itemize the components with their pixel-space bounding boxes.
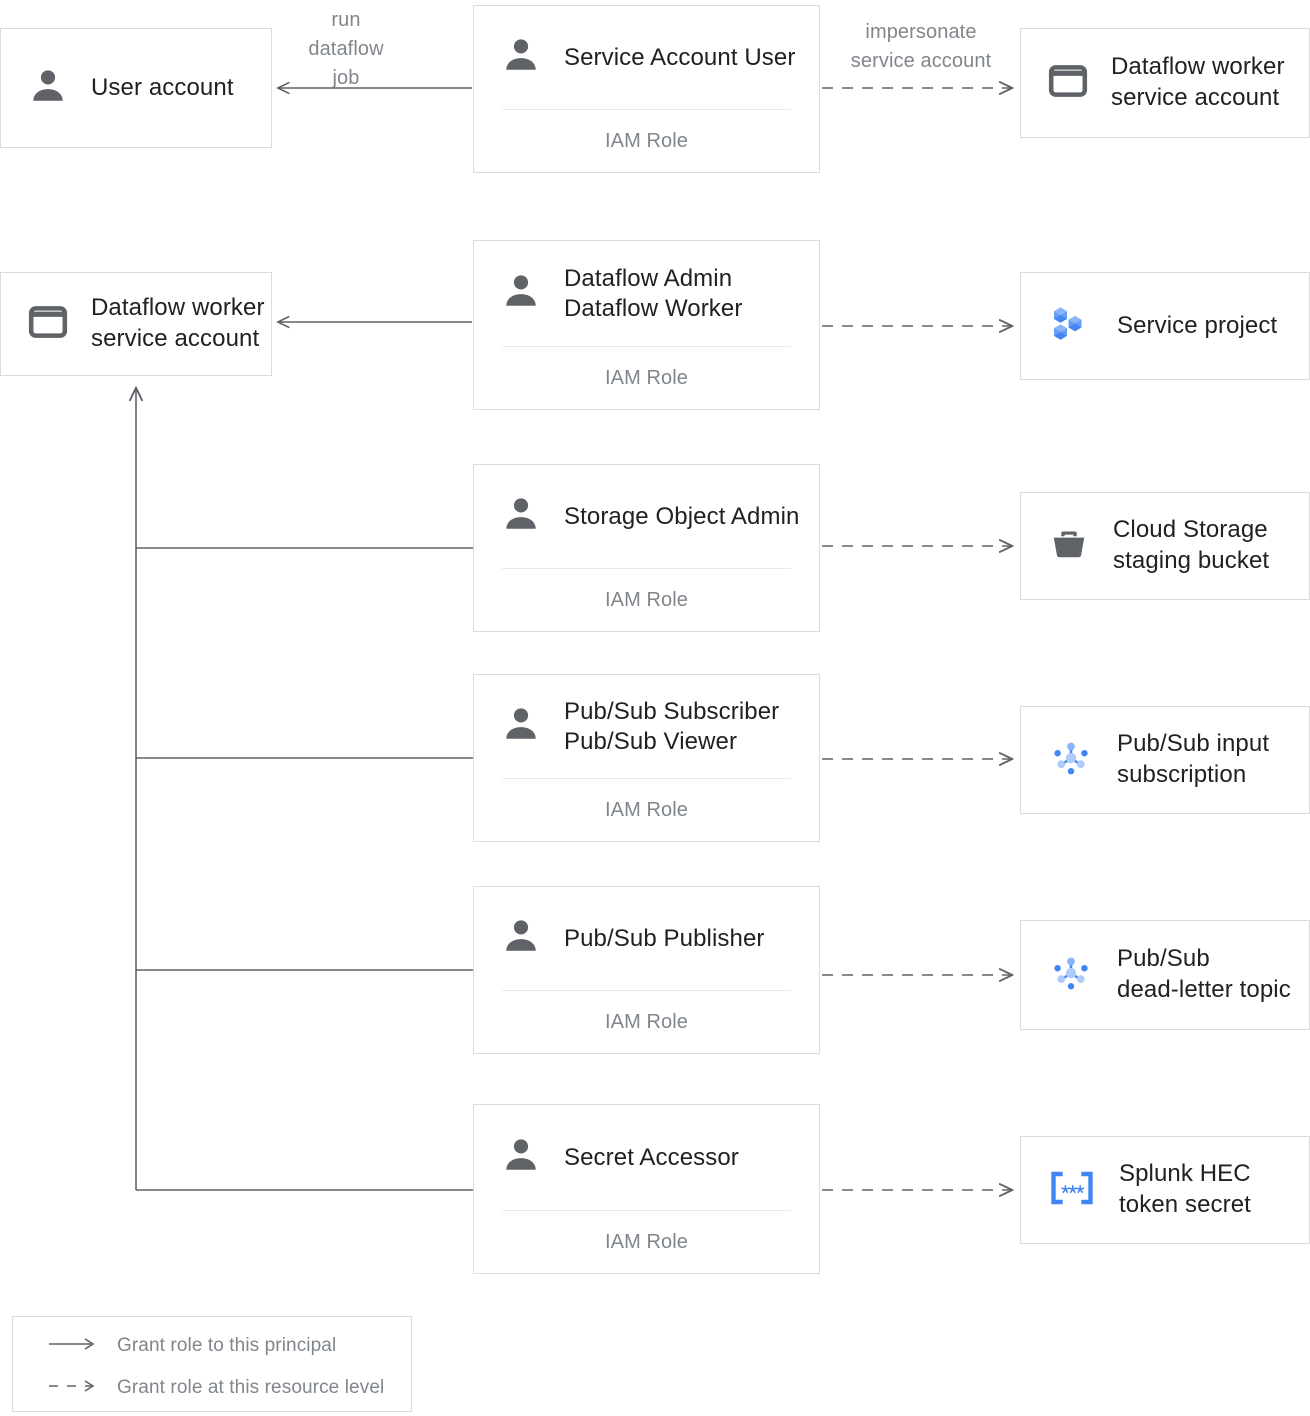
person-icon [500,34,542,81]
role-card-header: Pub/Sub Subscriber Pub/Sub Viewer [474,675,819,778]
role-card-header: Service Account User [474,6,819,109]
service-account-icon [1047,60,1089,107]
resource-label: Splunk HEC token secret [1119,1160,1251,1218]
resource-label: Pub/Sub input subscription [1117,730,1270,788]
person-icon [500,270,542,317]
legend-item-label: Grant role at this resource level [117,1377,385,1398]
resource-pubsub-input-subscription[interactable]: Pub/Sub input subscription [1020,706,1310,814]
resource-label: Dataflow worker service account [1111,53,1285,111]
role-card-dataflow-admin-worker[interactable]: Dataflow Admin Dataflow Worker IAM Role [473,240,820,410]
dashed-arrow-icon [47,1378,99,1399]
divider [502,778,791,779]
principal-label: Dataflow worker service account [91,294,265,352]
resource-splunk-hec-token-secret[interactable]: Splunk HEC token secret [1020,1136,1310,1244]
iam-role-label: IAM Role [604,1230,689,1253]
role-card-footer: IAM Role [474,569,819,631]
resource-dataflow-worker-service-account[interactable]: Dataflow worker service account [1020,28,1310,138]
legend-item-solid-arrow: Grant role to this principal [47,1335,336,1357]
pubsub-icon [1047,734,1095,787]
pubsub-icon [1047,949,1095,1002]
person-icon [500,493,542,540]
resource-service-project[interactable]: Service project [1020,272,1310,380]
iam-role-label: IAM Role [604,798,689,821]
divider [502,990,791,991]
role-card-pubsub-publisher[interactable]: Pub/Sub Publisher IAM Role [473,886,820,1054]
service-account-icon [27,301,69,348]
person-icon [500,915,542,962]
role-card-roles: Pub/Sub Subscriber Pub/Sub Viewer [564,697,780,755]
person-icon [500,1134,542,1181]
resource-label: Cloud Storage staging bucket [1113,516,1270,574]
legend-item-label: Grant role to this principal [117,1335,337,1356]
role-card-header: Storage Object Admin [474,465,819,568]
cloud-storage-icon [1047,522,1091,571]
principal-dataflow-worker-service-account[interactable]: Dataflow worker service account [0,272,272,376]
principal-user-account[interactable]: User account [0,28,272,148]
role-card-roles: Service Account User [564,43,796,71]
role-card-footer: IAM Role [474,1211,819,1273]
role-card-roles: Pub/Sub Publisher [564,924,765,952]
solid-arrow-icon [47,1336,99,1357]
role-card-header: Secret Accessor [474,1105,819,1210]
role-card-footer: IAM Role [474,347,819,409]
resource-label: Pub/Sub dead-letter topic [1117,945,1291,1003]
person-icon [500,703,542,750]
iam-role-label: IAM Role [604,588,689,611]
role-card-header: Dataflow Admin Dataflow Worker [474,241,819,346]
role-card-service-account-user[interactable]: Service Account User IAM Role [473,5,820,173]
divider [502,1210,791,1211]
service-project-icon [1047,300,1095,353]
role-card-roles: Dataflow Admin Dataflow Worker [564,264,743,322]
divider [502,568,791,569]
resource-pubsub-dead-letter-topic[interactable]: Pub/Sub dead-letter topic [1020,920,1310,1030]
principal-label: User account [91,73,234,101]
role-card-storage-object-admin[interactable]: Storage Object Admin IAM Role [473,464,820,632]
role-card-roles: Secret Accessor [564,1143,739,1171]
role-card-pubsub-subscriber-viewer[interactable]: Pub/Sub Subscriber Pub/Sub Viewer IAM Ro… [473,674,820,842]
role-card-footer: IAM Role [474,991,819,1053]
iam-role-label: IAM Role [604,1010,689,1033]
role-card-secret-accessor[interactable]: Secret Accessor IAM Role [473,1104,820,1274]
role-card-header: Pub/Sub Publisher [474,887,819,990]
divider [502,109,791,110]
edge-label-impersonate-service-account: impersonate service account [850,21,992,72]
edge-label-run-dataflow-job: run dataflow job [308,9,384,89]
person-icon [27,65,69,112]
secret-manager-icon [1047,1166,1097,1215]
role-card-footer: IAM Role [474,110,819,172]
iam-role-label: IAM Role [604,129,689,152]
role-card-footer: IAM Role [474,779,819,841]
role-card-roles: Storage Object Admin [564,502,800,530]
legend-item-dashed-arrow: Grant role at this resource level [47,1377,384,1399]
resource-cloud-storage-staging-bucket[interactable]: Cloud Storage staging bucket [1020,492,1310,600]
iam-role-label: IAM Role [604,366,689,389]
divider [502,346,791,347]
legend: Grant role to this principal Grant role … [12,1316,412,1412]
resource-label: Service project [1117,311,1278,339]
